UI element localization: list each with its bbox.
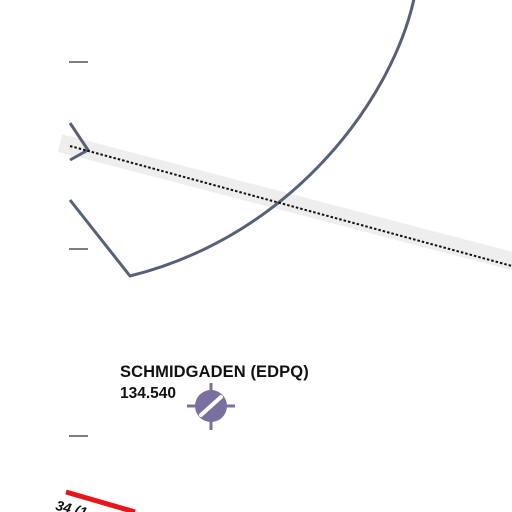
airspace-boundary[interactable]	[68, 0, 416, 278]
route-corridor	[57, 134, 512, 271]
airport-name-label: SCHMIDGADEN (EDPQ)	[120, 363, 309, 381]
restricted-area-boundary[interactable]	[65, 489, 136, 512]
airfield-icon[interactable]	[187, 383, 235, 430]
airport-frequency-label: 134.540	[120, 385, 177, 402]
